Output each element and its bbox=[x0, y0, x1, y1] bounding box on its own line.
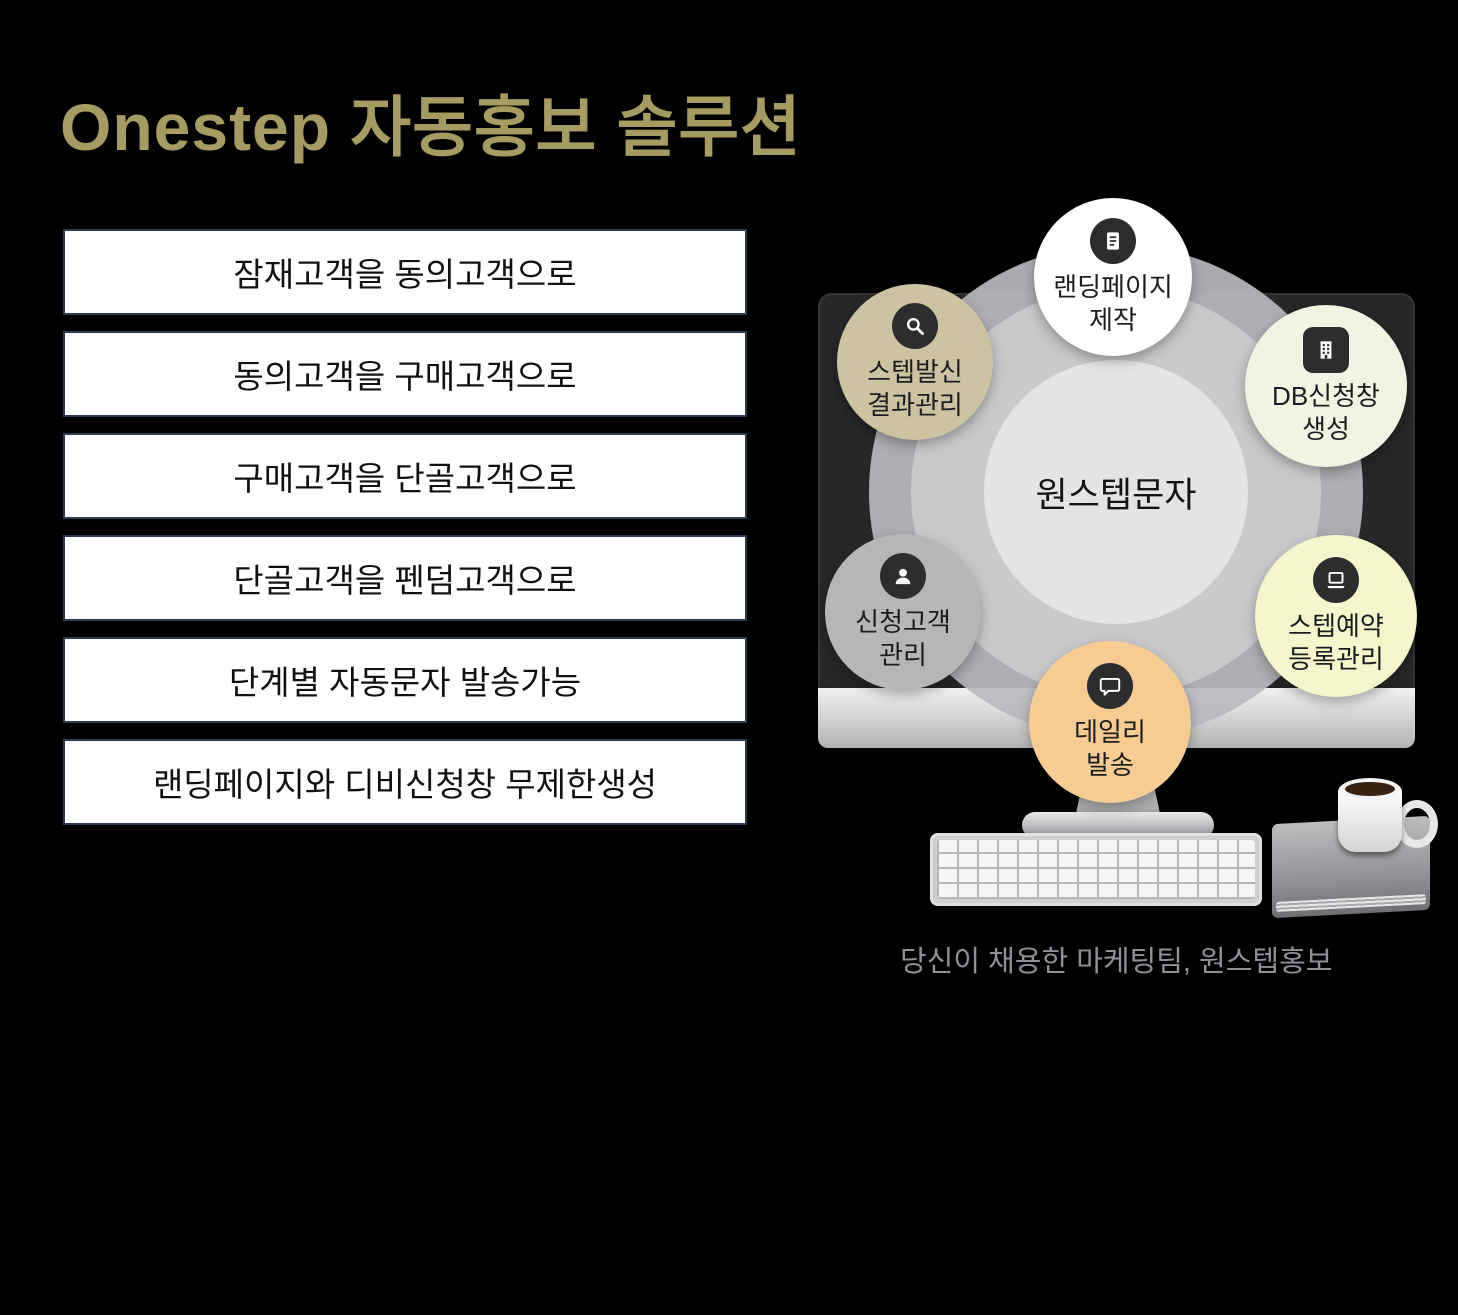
feature-label: 동의고객을 구매고객으로 bbox=[233, 358, 577, 395]
feature-box: 잠재고객을 동의고객으로 bbox=[63, 229, 747, 315]
feature-label: 단골고객을 펜덤고객으로 bbox=[233, 562, 577, 599]
document-icon bbox=[1090, 217, 1136, 264]
keyboard bbox=[930, 833, 1262, 906]
feature-list: 잠재고객을 동의고객으로 동의고객을 구매고객으로 구매고객을 단골고객으로 단… bbox=[63, 229, 747, 825]
badge-label: 발송 bbox=[1086, 749, 1134, 780]
user-icon bbox=[880, 552, 926, 599]
badge-label: 관리 bbox=[879, 639, 927, 670]
coffee-surface bbox=[1345, 782, 1395, 796]
coffee-cup-rim bbox=[1340, 778, 1400, 800]
badge-label: 신청고객 bbox=[855, 606, 951, 637]
feature-label: 랜딩페이지와 디비신청창 무제한생성 bbox=[152, 766, 658, 803]
feature-label: 구매고객을 단골고객으로 bbox=[233, 460, 577, 497]
badge-landing-page-creation: 랜딩페이지 제작 bbox=[1034, 198, 1192, 356]
badge-applicant-management: 신청고객 관리 bbox=[825, 534, 981, 690]
badge-label: 데일리 bbox=[1074, 716, 1146, 747]
badge-label: 제작 bbox=[1089, 304, 1137, 335]
badge-label: 스텝발신 bbox=[867, 356, 963, 387]
badge-step-reservation: 스텝예약 등록관리 bbox=[1255, 535, 1417, 697]
page-title: Onestep 자동홍보 솔루션 bbox=[60, 90, 802, 164]
badge-label: 생성 bbox=[1302, 413, 1350, 444]
diagram-center-circle: 원스텝문자 bbox=[984, 360, 1248, 624]
badge-label: 등록관리 bbox=[1288, 643, 1384, 674]
badge-db-form-creation: DB신청창 생성 bbox=[1245, 305, 1407, 467]
search-icon bbox=[892, 302, 938, 349]
feature-box: 랜딩페이지와 디비신청창 무제한생성 bbox=[63, 739, 747, 825]
diagram-center-label: 원스텝문자 bbox=[1035, 475, 1197, 515]
feature-box: 단골고객을 펜덤고객으로 bbox=[63, 535, 747, 621]
laptop-icon bbox=[1313, 556, 1359, 603]
badge-step-send-result: 스텝발신 결과관리 bbox=[837, 284, 993, 440]
feature-box: 동의고객을 구매고객으로 bbox=[63, 331, 747, 417]
caption: 당신이 채용한 마케팅팀, 원스텝홍보 bbox=[900, 946, 1333, 978]
badge-daily-send: 데일리 발송 bbox=[1029, 641, 1191, 803]
notebook-pages bbox=[1276, 894, 1426, 912]
feature-box: 구매고객을 단골고객으로 bbox=[63, 433, 747, 519]
coffee-cup-handle bbox=[1396, 800, 1438, 848]
feature-label: 단계별 자동문자 발송가능 bbox=[228, 664, 582, 701]
building-icon bbox=[1303, 326, 1349, 373]
chat-icon bbox=[1087, 662, 1133, 709]
badge-label: 스텝예약 bbox=[1288, 610, 1384, 641]
keyboard-keys bbox=[937, 840, 1255, 899]
badge-label: DB신청창 bbox=[1272, 380, 1380, 411]
feature-label: 잠재고객을 동의고객으로 bbox=[233, 256, 577, 293]
badge-label: 결과관리 bbox=[867, 389, 963, 420]
feature-box: 단계별 자동문자 발송가능 bbox=[63, 637, 747, 723]
badge-label: 랜딩페이지 bbox=[1053, 271, 1173, 302]
